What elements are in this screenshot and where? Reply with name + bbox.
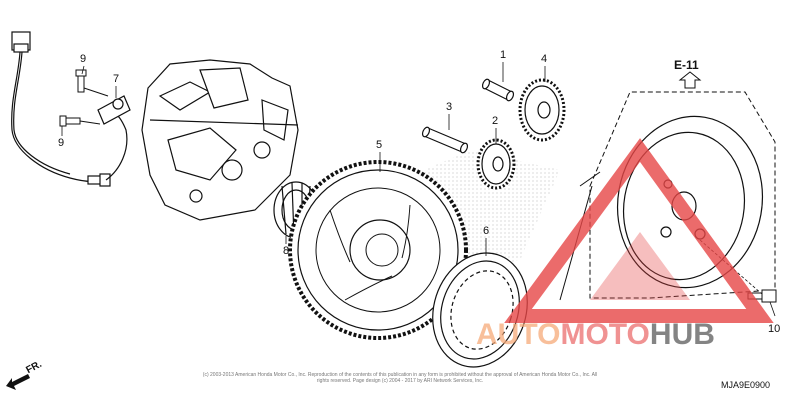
reduction-gear [476,78,566,190]
callout-9-bottom: 9 [58,137,65,149]
front-arrow-icon [6,374,30,390]
callout-9-top: 9 [80,53,87,65]
needle-bearing [273,181,319,239]
reference-frame [589,91,776,299]
watermark-hub: HUB [649,318,715,351]
callout-7: 7 [113,73,120,85]
copyright-notice: (c) 2003-2013 American Honda Motor Co., … [202,372,598,384]
watermark-moto: MOTO [560,318,650,351]
watermark-logo [504,138,774,323]
starter-driven-gear [288,160,468,340]
callout-2: 2 [492,115,499,127]
crankcase [141,59,299,221]
callout-1: 1 [500,49,507,61]
callout-5: 5 [376,139,383,151]
watermark-auto: AUTO [476,318,561,351]
bolt-icon [59,69,109,127]
one-way-clutch [432,252,528,368]
watermark-text: AUTOMOTOHUB [476,318,715,352]
callout-10: 10 [768,323,781,335]
callout-8: 8 [283,245,290,257]
callout-6: 6 [483,225,490,237]
gear-shaft [421,78,515,154]
up-arrow-icon [678,71,702,89]
reference-label: E-11 [674,58,699,72]
callout-3: 3 [446,101,453,113]
speed-sensor-harness [11,31,131,187]
callout-4: 4 [541,53,548,65]
leader-lines [61,62,776,317]
part-code: MJA9E0900 [720,380,770,390]
